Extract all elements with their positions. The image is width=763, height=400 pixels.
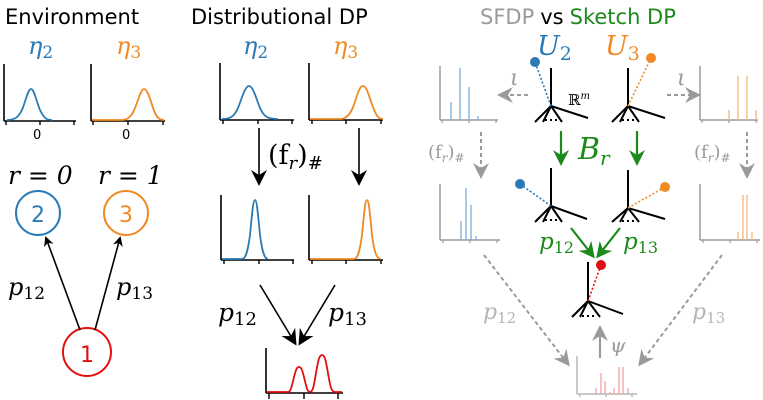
- sketch-space-u2: ℝm: [530, 57, 590, 123]
- title-sketch-dp: Sketch DP: [570, 5, 676, 29]
- sketch-mix-arrow-p12: [570, 227, 595, 259]
- sfdp-mixture-plot: [576, 356, 637, 397]
- dist-p12-label: p12: [218, 298, 257, 330]
- sfdp-eta2-plot: [439, 66, 498, 123]
- u3-label: U3: [605, 31, 640, 65]
- transition-arrow-1-to-3: [94, 236, 123, 331]
- mix-arrow-p12: [259, 284, 297, 346]
- p13-label: p13: [116, 273, 153, 304]
- environment-panel: Environment η2 η3 0 0 r = 0 r = 1 2: [3, 5, 165, 377]
- state-node-1: [62, 327, 112, 377]
- state-node-2: [15, 190, 61, 236]
- sfdp-p13-label: p13: [692, 300, 725, 327]
- sketch-p13-label: p13: [623, 229, 658, 257]
- pushed-eta3-plot: [308, 195, 383, 264]
- sketch-mix-arrow-p13: [596, 227, 621, 259]
- sketch-space-u1: [571, 260, 624, 318]
- sketch-p12-label: p12: [539, 229, 574, 257]
- psi-label: ψ: [610, 333, 626, 357]
- bellman-sketch-u3: [611, 170, 670, 223]
- rm-label: ℝm: [568, 91, 590, 109]
- bellman-u3-point: [660, 182, 670, 192]
- sfdp-pushed-eta3-plot: [699, 184, 760, 243]
- state-node-2-label: 2: [31, 203, 45, 228]
- iota-label-left: ι: [510, 66, 519, 91]
- eta2-label: η2: [28, 32, 53, 63]
- transition-arrow-1-to-2: [44, 236, 81, 331]
- environment-title: Environment: [5, 5, 139, 29]
- eta2-tick-zero: 0: [33, 128, 41, 143]
- bellman-sketch-u2: [515, 168, 588, 223]
- sfdp-p12-label: p12: [483, 300, 516, 327]
- pushed-eta2-plot: [220, 195, 294, 264]
- distributional-dp-panel: Distributional DP η2 η3 (fr)#: [191, 5, 384, 399]
- u3-point: [646, 53, 656, 63]
- sfdp-push-label-left: (fr)#: [428, 142, 465, 165]
- u1-point: [596, 260, 606, 270]
- dist-p13-label: p13: [328, 298, 367, 330]
- bellman-u2-point: [515, 179, 525, 189]
- bellman-operator-label: Br: [577, 132, 611, 170]
- p12-label: p12: [8, 273, 45, 304]
- u2-point: [530, 57, 540, 67]
- title-sfdp: SFDP: [480, 5, 534, 29]
- eta2-density-plot: 0: [3, 64, 76, 143]
- eta3-label: η3: [116, 32, 141, 63]
- state-node-3: [103, 190, 149, 236]
- u2-label: U2: [537, 31, 572, 65]
- state-node-3-label: 3: [119, 203, 133, 228]
- iota-label-right: ι: [677, 66, 686, 91]
- eta3-density-plot: 0: [90, 64, 165, 143]
- pushforward-label: (fr)#: [268, 140, 323, 174]
- state-node-1-label: 1: [80, 343, 94, 368]
- sfdp-eta3-plot: [699, 66, 758, 123]
- reward-label-state3: r = 1: [98, 161, 163, 190]
- dist-eta2-plot: [219, 63, 294, 124]
- mix-arrow-p13: [298, 284, 336, 346]
- dist-eta3-label: η3: [333, 32, 358, 63]
- reward-label-state2: r = 0: [8, 161, 73, 190]
- sfdp-push-label-right: (fr)#: [694, 142, 731, 165]
- sfdp-mix-arrow-p13: [638, 254, 723, 367]
- title-vs: vs: [540, 5, 563, 29]
- eta3-tick-zero: 0: [122, 128, 130, 143]
- sketch-space-u3: [611, 53, 666, 123]
- sfdp-mix-arrow-p12: [483, 254, 570, 367]
- distributional-dp-title: Distributional DP: [191, 5, 368, 29]
- mixture-plot: [265, 348, 343, 399]
- dist-eta3-plot: [308, 63, 384, 124]
- dist-eta2-label: η2: [243, 32, 268, 63]
- sfdp-pushed-eta2-plot: [439, 184, 500, 243]
